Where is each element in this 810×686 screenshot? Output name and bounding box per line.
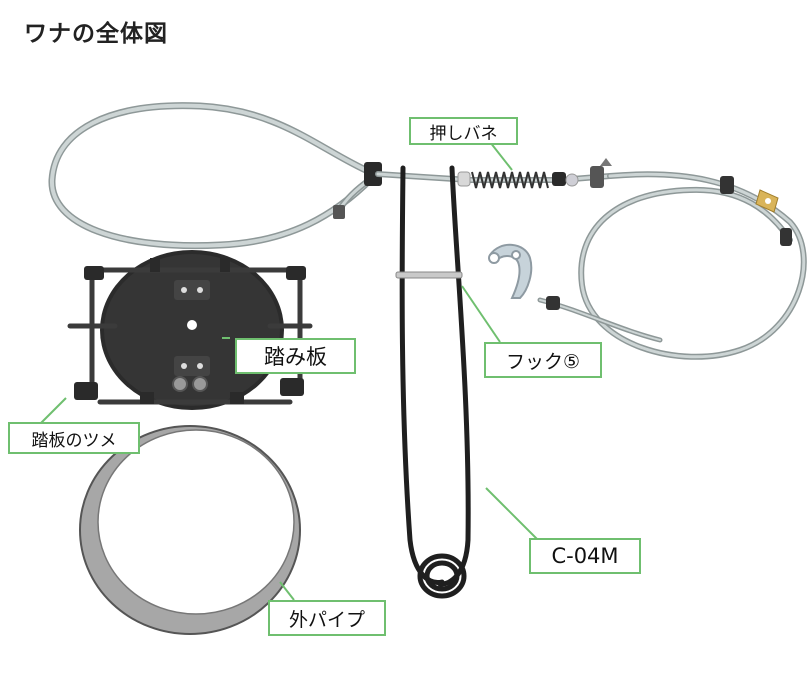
footplate	[100, 250, 284, 410]
label-footplate: 踏み板	[235, 338, 356, 374]
label-push-spring: 押しバネ	[409, 117, 518, 145]
spring-fittings	[457, 158, 612, 188]
wire-clamp	[333, 162, 382, 219]
shackle	[488, 243, 533, 299]
label-hook: フック⑤	[484, 342, 602, 378]
hook-bar	[395, 271, 463, 279]
coil-fittings	[546, 176, 792, 310]
wire-loop	[48, 102, 376, 250]
leader-lines	[39, 141, 545, 601]
footplate-frame	[67, 267, 313, 405]
label-model: C-04M	[529, 538, 641, 574]
page-title: ワナの全体図	[24, 21, 168, 47]
arm-coil	[417, 553, 467, 599]
label-footplate-claw: 踏板のツメ	[8, 422, 140, 454]
spring-arm	[399, 165, 471, 587]
footplate-claws	[74, 258, 306, 404]
push-spring	[471, 171, 549, 189]
label-outer-pipe: 外パイプ	[268, 600, 386, 636]
outer-pipe	[79, 425, 301, 635]
